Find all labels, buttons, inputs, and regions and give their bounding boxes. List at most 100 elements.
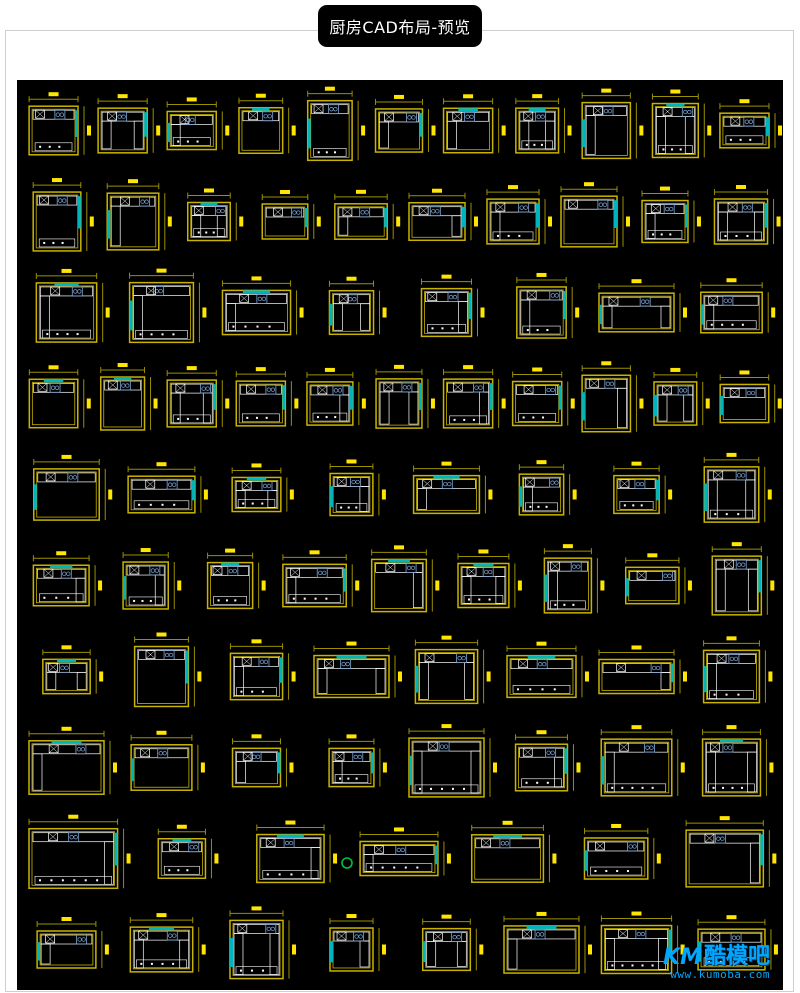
sink [452, 382, 463, 392]
window [388, 559, 410, 563]
countertop [202, 392, 213, 424]
stove [627, 841, 638, 852]
countertop [490, 202, 536, 213]
sink [338, 294, 349, 304]
dimension-tag [156, 730, 167, 735]
dimension-tag [239, 216, 244, 227]
sink [317, 385, 328, 395]
window [668, 929, 672, 956]
window [191, 480, 195, 501]
sink [48, 662, 58, 672]
stove [60, 568, 72, 579]
base-cabinet [237, 499, 276, 508]
sink [169, 842, 179, 852]
sink [50, 286, 61, 296]
kitchen-plan [702, 636, 773, 704]
base-cabinet [312, 412, 348, 422]
stove [570, 561, 582, 572]
countertop [458, 301, 468, 333]
sink [246, 384, 256, 394]
stove [745, 388, 757, 398]
sink [618, 742, 629, 752]
window [698, 941, 702, 962]
window [149, 927, 174, 931]
dimension-tag [361, 398, 366, 409]
countertop [133, 295, 143, 339]
kitchen-plan [282, 550, 360, 608]
sink [242, 751, 253, 761]
wall-outline [329, 472, 374, 517]
window [107, 210, 111, 239]
countertop [660, 305, 671, 329]
base-cabinet [703, 957, 760, 967]
kitchen-plan [408, 724, 497, 798]
window [614, 200, 617, 229]
site-watermark: KM 酷模吧 www.kumoba.com [663, 938, 770, 981]
dimension-tag [769, 762, 774, 773]
sink [608, 296, 619, 306]
sink [107, 111, 118, 121]
countertop [265, 207, 305, 218]
countertop [689, 833, 760, 844]
dimension-tag [680, 944, 685, 955]
kitchen-plan [511, 367, 575, 427]
stove [635, 929, 647, 939]
dimension-tag [631, 725, 642, 730]
countertop [419, 662, 429, 700]
dimension-tag [291, 125, 296, 136]
stove [518, 202, 530, 213]
kitchen-plan [470, 820, 557, 883]
kitchen-plan [598, 645, 687, 695]
dimension-tag [668, 489, 673, 500]
countertop [707, 470, 756, 481]
sink [616, 663, 626, 672]
wall-outline [543, 557, 593, 614]
dimension-tag [777, 398, 782, 409]
sink [619, 479, 630, 488]
window [167, 122, 171, 142]
window [330, 940, 334, 963]
sink [568, 199, 578, 209]
dimension-tag [463, 365, 474, 370]
dimension-tag [285, 820, 296, 825]
dimension-tag [292, 944, 297, 955]
stove [76, 934, 88, 945]
dimension-tag [767, 489, 772, 500]
kitchen-plan [374, 94, 436, 153]
sink [422, 479, 433, 488]
countertop [519, 747, 564, 758]
countertop [76, 671, 87, 691]
kitchen-plan [420, 274, 485, 338]
dimension-tag [214, 853, 219, 864]
kitchen-plan [35, 268, 110, 343]
countertop [602, 305, 613, 329]
dimension-tag [186, 366, 197, 371]
window [114, 832, 118, 866]
dimension-tag [736, 185, 746, 190]
countertop [745, 479, 756, 519]
base-cabinet [725, 135, 764, 145]
base-cabinet [706, 320, 757, 330]
window [277, 752, 281, 774]
countertop [333, 303, 343, 331]
kitchen-plan [600, 911, 685, 975]
sink [35, 109, 45, 119]
stove [316, 567, 328, 578]
wall-outline [166, 379, 218, 428]
dimension-tag [508, 185, 518, 190]
dimension-tag [575, 307, 580, 318]
window [422, 941, 426, 963]
dimension-tag [536, 730, 547, 735]
countertop [126, 565, 165, 576]
sink [45, 934, 55, 944]
countertop [554, 756, 564, 788]
dimension-tag [517, 580, 522, 591]
countertop [32, 109, 75, 120]
countertop [133, 286, 190, 296]
sink [383, 382, 394, 392]
sink [145, 650, 156, 659]
stove [153, 286, 165, 297]
kitchen-plan [624, 553, 692, 605]
dimension-tag [441, 274, 452, 279]
stove [644, 742, 655, 753]
